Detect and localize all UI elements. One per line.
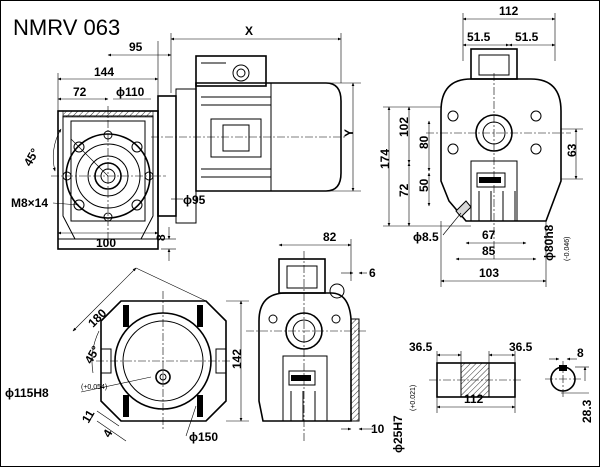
dim-phi8-5: ϕ8.5 xyxy=(413,230,439,244)
motor-body xyxy=(195,82,342,192)
dim-72-side: 72 xyxy=(397,183,411,197)
flange-outline xyxy=(100,300,227,422)
dim-112-shaft: 112 xyxy=(464,392,484,406)
dim-85: 85 xyxy=(482,244,496,258)
dim-72: 72 xyxy=(73,85,87,99)
dim-100: 100 xyxy=(96,236,116,250)
dim-6: 6 xyxy=(369,266,376,280)
motor-view: X Y ϕ95 xyxy=(151,24,361,224)
dim-m8x14: M8×14 xyxy=(11,196,48,210)
dim-8-front: 8 xyxy=(154,234,168,241)
dim-63: 63 xyxy=(565,143,579,157)
dim-45-front: 45° xyxy=(21,146,42,169)
dim-80: 80 xyxy=(417,135,431,149)
dim-phi150: ϕ150 xyxy=(189,430,218,444)
dim-51-5-right: 51.5 xyxy=(515,30,539,44)
dim-102: 102 xyxy=(397,117,411,137)
dim-51-5-left: 51.5 xyxy=(467,30,491,44)
dim-phi80h8: ϕ80h8 xyxy=(542,224,556,261)
dim-67: 67 xyxy=(482,228,496,242)
dim-x: X xyxy=(245,24,253,38)
flange-view: 180 45° ϕ115H8 (+0.054) 142 11 4 ϕ150 xyxy=(5,267,249,444)
dim-180: 180 xyxy=(85,306,109,330)
dim-28-3: 28.3 xyxy=(580,399,594,423)
dim-11: 11 xyxy=(79,407,98,425)
dim-50: 50 xyxy=(417,178,431,192)
dim-phi110: ϕ110 xyxy=(116,85,145,99)
dim-174: 174 xyxy=(378,149,392,169)
dim-95: 95 xyxy=(129,40,143,54)
dim-8-shaft: 8 xyxy=(577,346,584,360)
dim-10: 10 xyxy=(371,422,385,436)
terminal-box xyxy=(195,55,267,87)
side-view: 112 51.5 51.5 174 102 72 xyxy=(378,4,583,287)
dim-phi25-tol: (+0.021) xyxy=(410,385,417,411)
dim-144: 144 xyxy=(94,65,114,79)
dim-142: 142 xyxy=(230,349,244,369)
dim-phi115-tol: (+0.054) xyxy=(81,384,107,391)
dim-phi25: ϕ25H7 xyxy=(391,415,405,453)
bottom-view: 82 6 10 ϕ25H7 (+0.021) xyxy=(246,230,417,453)
dim-103: 103 xyxy=(479,266,499,280)
drawing-title: NMRV 063 xyxy=(13,15,120,40)
shaft-view: 36.5 36.5 112 8 28.3 xyxy=(409,340,594,423)
dim-36-5-right: 36.5 xyxy=(509,340,533,354)
dim-36-5-left: 36.5 xyxy=(409,340,433,354)
dim-y: Y xyxy=(342,129,356,137)
dim-phi80-tol: (-0.046) xyxy=(564,236,571,261)
front-view: 144 72 ϕ110 95 45° xyxy=(11,40,176,261)
dim-82: 82 xyxy=(323,230,337,244)
dim-112-side: 112 xyxy=(499,4,519,18)
dim-phi95: ϕ95 xyxy=(183,193,206,207)
dim-phi115: ϕ115H8 xyxy=(5,386,49,400)
